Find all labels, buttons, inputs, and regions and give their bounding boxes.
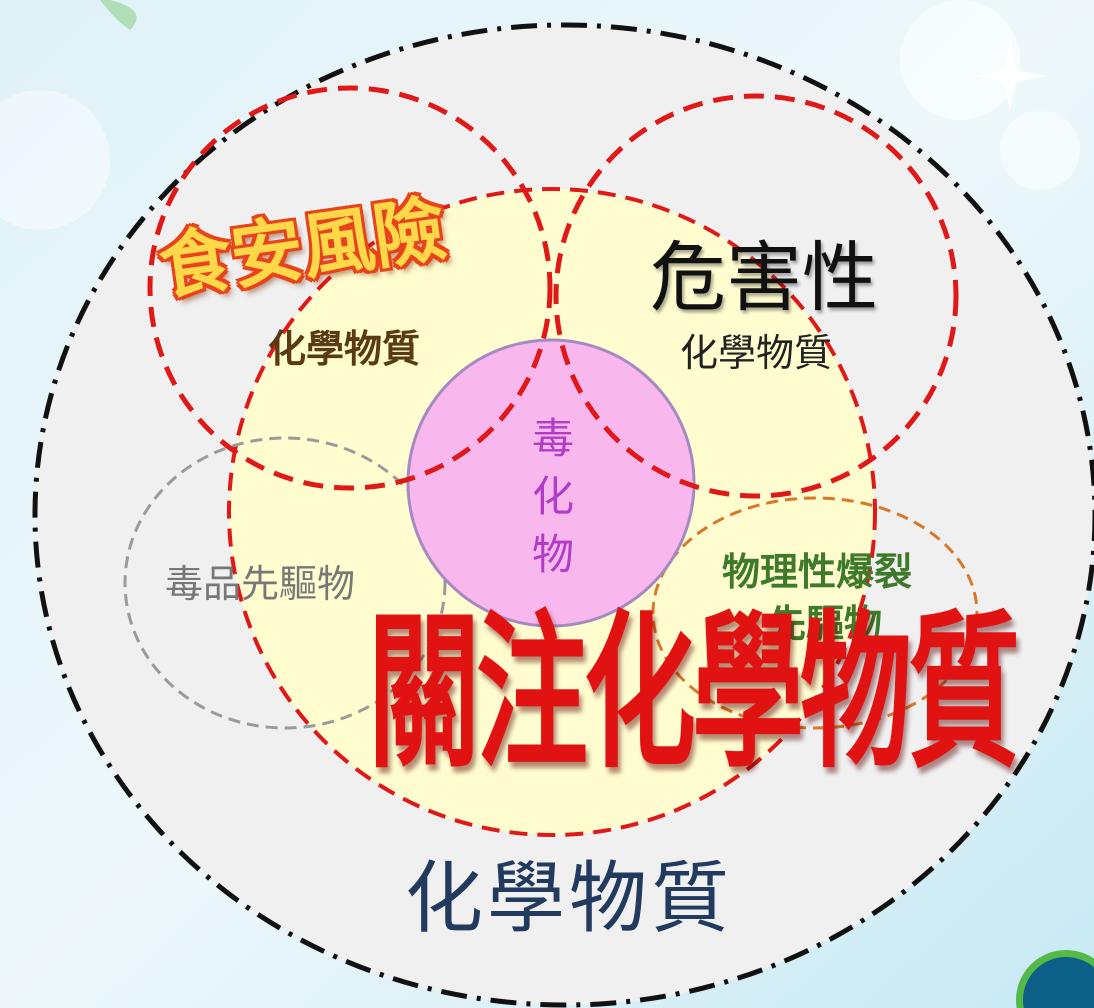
bokeh-light bbox=[900, 0, 1020, 120]
chemical-substances-label: 化學物質 bbox=[405, 854, 734, 944]
explosive-precursor-circle bbox=[651, 496, 979, 730]
toxic-chemicals-label: 毒化物 bbox=[531, 414, 574, 579]
bokeh-light bbox=[0, 90, 110, 230]
explosive-precursor-label-line2: 先驅物 bbox=[768, 602, 883, 646]
drug-precursor-label: 毒品先驅物 bbox=[165, 562, 356, 606]
food-safety-subtitle: 化學物質 bbox=[268, 327, 421, 371]
hazardous-circle bbox=[553, 93, 959, 499]
bokeh-light bbox=[1000, 110, 1080, 190]
toxic-chemicals-circle bbox=[406, 338, 696, 628]
concern-chemicals-label: 關注化學物質 bbox=[368, 596, 1020, 792]
leaf-corner bbox=[100, 0, 137, 30]
hazardous-subtitle: 化學物質 bbox=[680, 331, 833, 375]
hazardous-title: 危害性 bbox=[650, 233, 878, 322]
sparkle-icon bbox=[974, 40, 1046, 112]
drug-precursor-circle bbox=[123, 436, 447, 730]
explosive-precursor-label-line1: 物理性爆裂 bbox=[722, 550, 913, 594]
food-safety-circle bbox=[147, 85, 553, 491]
